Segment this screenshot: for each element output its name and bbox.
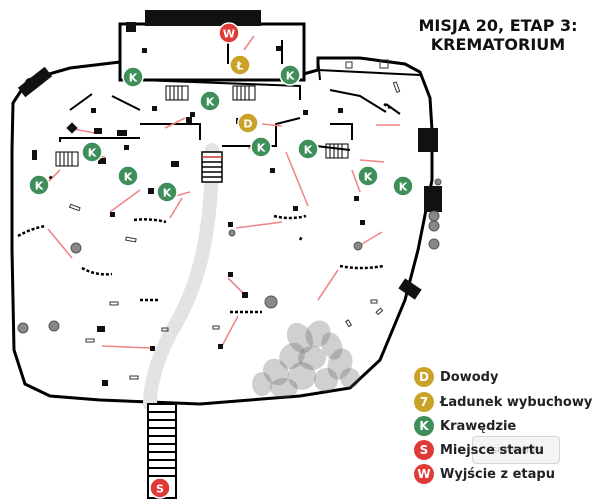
svg-text:K: K (88, 147, 97, 160)
legend-item-explosive: 7 Ładunek wybuchowy (414, 392, 592, 412)
columns (17, 178, 442, 334)
top-building (118, 22, 306, 82)
marker-explosive: Ł (229, 54, 251, 76)
marker-exit: W (218, 22, 240, 44)
svg-text:K: K (257, 142, 266, 155)
svg-text:D: D (243, 118, 252, 131)
ledge-marker: K (81, 141, 103, 163)
wall-block (398, 278, 422, 300)
svg-text:K: K (129, 72, 138, 85)
legend-item-exit: W Wyjście z etapu (414, 464, 555, 484)
interior-walls (59, 40, 401, 151)
legend-item-start: S Miejsce startu (414, 440, 544, 460)
svg-text:K: K (124, 171, 133, 184)
watermark: GRYONLINE (472, 436, 560, 464)
legend-label: Miejsce startu (440, 442, 545, 458)
map-title-line2: KREMATORIUM (430, 35, 566, 54)
stairs-center (201, 151, 223, 183)
ledge-marker: K (392, 175, 414, 197)
ledge-marker: K (279, 64, 301, 86)
svg-text:K: K (286, 70, 295, 83)
benches (17, 102, 391, 314)
wall-block (17, 66, 53, 98)
svg-text:K: K (206, 96, 215, 109)
svg-text:K: K (364, 171, 373, 184)
svg-text:K: K (35, 180, 44, 193)
evidence-icon: D (414, 367, 434, 387)
top-wall-dark (145, 10, 261, 26)
ledge-marker: K (117, 165, 139, 187)
ledge-marker: K (156, 181, 178, 203)
svg-text:K: K (304, 144, 313, 157)
svg-text:Ł: Ł (235, 60, 243, 73)
ledge-marker: K (122, 66, 144, 88)
svg-text:W: W (223, 28, 235, 41)
wall-block (126, 22, 136, 32)
svg-text:K: K (163, 187, 172, 200)
right-wing-wall (317, 57, 421, 81)
legend-label: Ładunek wybuchowy (440, 394, 593, 410)
legend-label: Dowody (440, 369, 499, 385)
legend-label: Krawędzie (440, 418, 517, 434)
legend-item-evidence: D Dowody (414, 367, 498, 387)
ledge-marker: K (297, 138, 319, 160)
walkway (143, 143, 219, 411)
marker-evidence: D (237, 112, 259, 134)
debris (68, 59, 401, 380)
legend-item-ledges: K Krawędzie (414, 416, 516, 436)
ledge-marker: K (28, 174, 50, 196)
ledge-markers: K K K K K K K K K K K (28, 64, 414, 203)
legend-label: Wyjście z etapu (440, 466, 555, 482)
ash-cloud (252, 320, 360, 398)
svg-text:K: K (399, 181, 408, 194)
ledge-icon: K (414, 416, 434, 436)
ledge-marker: K (357, 165, 379, 187)
map-title-line1: MISJA 20, ETAP 3: (418, 16, 578, 35)
wall-block (424, 186, 442, 212)
explosive-icon: 7 (414, 392, 434, 412)
svg-text:S: S (156, 483, 164, 496)
sight-lines (44, 35, 400, 349)
ledge-marker: K (199, 90, 221, 112)
start-icon: S (414, 440, 434, 460)
marker-start: S (149, 477, 171, 499)
exit-icon: W (414, 464, 434, 484)
wall-block (418, 128, 438, 152)
ledge-marker: K (250, 136, 272, 158)
